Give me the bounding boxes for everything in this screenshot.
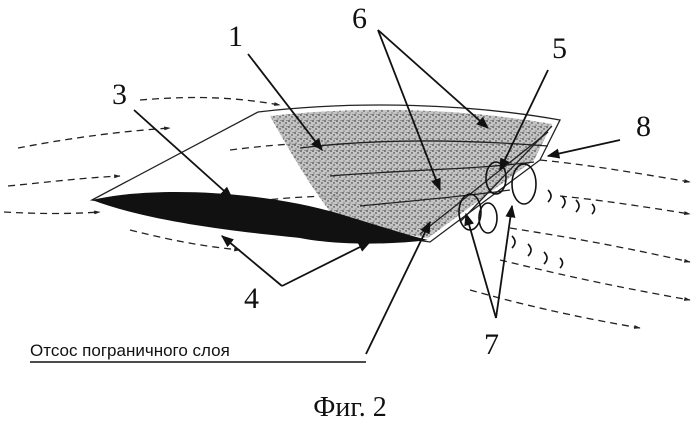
leader-3 <box>134 110 232 198</box>
flow-line <box>18 128 170 148</box>
callout-5: 5 <box>552 32 567 65</box>
flow-line <box>470 290 640 328</box>
flow-line <box>510 228 690 262</box>
flow-line <box>8 176 120 186</box>
leader-4b <box>282 242 370 286</box>
callout-6: 6 <box>352 2 367 35</box>
flow-line <box>140 98 280 105</box>
flow-line <box>540 160 690 182</box>
vortex-icon <box>479 203 497 233</box>
flow-line <box>4 212 100 214</box>
callout-4: 4 <box>244 282 259 315</box>
suction-annotation: Отсос пограничного слоя <box>30 341 230 360</box>
callout-1: 1 <box>228 20 243 53</box>
leader-7a <box>466 214 496 318</box>
vortex-icon <box>512 164 536 204</box>
callout-3: 3 <box>112 78 127 111</box>
flow-line <box>130 230 240 250</box>
flow-line <box>500 260 690 300</box>
leader-8 <box>548 140 620 156</box>
leader-4a <box>222 236 282 286</box>
figure-caption: Фиг. 2 <box>313 392 386 423</box>
callout-7: 7 <box>484 328 499 361</box>
downstream-flow-lines <box>470 160 690 328</box>
callout-8: 8 <box>636 110 651 143</box>
